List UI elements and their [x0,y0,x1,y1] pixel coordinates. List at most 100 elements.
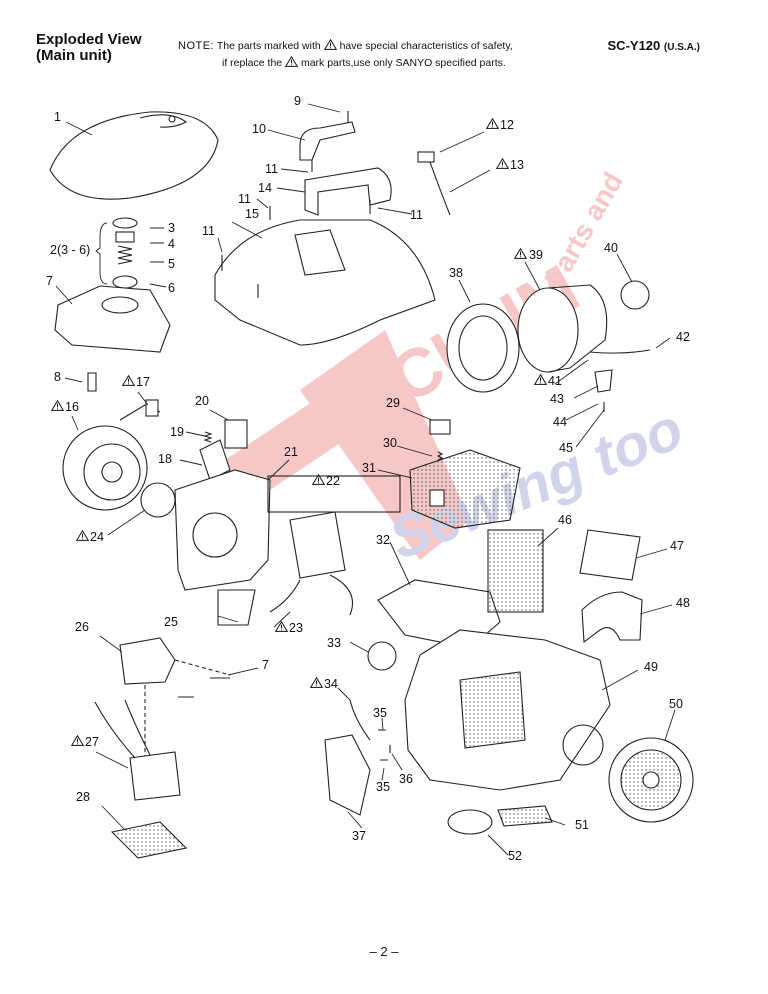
spring-30-shape [436,451,444,461]
upper-body-detail [294,229,346,276]
part-label: 13 [510,158,524,172]
filter-47-shape [579,529,641,581]
board-27-shape [129,751,181,801]
button-base [112,275,138,289]
part-label: 1 [54,110,61,124]
part-label: 48 [676,596,690,610]
handle-shape [299,121,356,161]
part-label: 49 [644,660,658,674]
upper-body-shape [214,219,436,346]
page-title: Exploded View (Main unit) [36,32,142,64]
lever-20-shape [224,419,248,449]
handle-cover-shape [54,285,171,353]
part-label: 33 [327,636,341,650]
spring-19-shape [203,431,213,443]
button-cap [112,217,138,229]
note-text-2a: if replace the [222,57,283,69]
part-label: 19 [170,425,184,439]
wheel-50-hub [642,771,660,789]
part-label: 18 [158,452,172,466]
part-label: 35 [376,780,390,794]
note-text-1a: The parts marked with [216,40,321,52]
brake-24-shape [140,482,176,518]
part-label: 12 [500,118,514,132]
button-stem [115,231,135,243]
motor-39-shape [517,287,579,373]
part-label: 3 [168,221,175,235]
part-label: 17 [136,375,150,389]
clip-43-shape [594,369,613,393]
part-label: 37 [352,829,366,843]
part-label: 38 [449,266,463,280]
board-27-wires [94,699,151,759]
model-number: SC-Y120 (U.S.A.) [608,38,700,53]
warning-triangle-icon [51,400,64,411]
part-label: 34 [324,677,338,691]
caster-52-shape [447,809,493,835]
part-label: 30 [383,436,397,450]
screws-35-36-shape [378,729,391,761]
dashed-guide [174,659,231,676]
part-label: 14 [258,181,272,195]
part-label: 40 [604,241,618,255]
pcb-22-shape [289,511,346,579]
filter-28-shape [110,821,188,859]
warning-triangle-icon [76,530,89,541]
safety-note: NOTE: The parts marked with have special… [178,38,513,72]
model-region: (U.S.A.) [663,42,700,53]
part-label: 24 [90,530,104,544]
part-label: 44 [553,415,567,429]
part-label: 16 [65,400,79,414]
title-line-2: (Main unit) [36,47,112,64]
cord-reel-outer [62,425,148,511]
warning-triangle-icon [285,56,299,67]
pcb-wires [269,574,354,616]
part-label: 7 [46,274,53,288]
part-label: 7 [262,658,269,672]
part-label: 41 [548,374,562,388]
warning-triangle-icon [323,39,337,50]
switch-12-shape [417,151,435,163]
part-label: 11 [410,208,423,222]
warning-triangle-icon [514,248,527,259]
parts-drawing [49,111,694,859]
part-label: 25 [164,615,178,629]
part-label: 22 [326,474,340,488]
part-label: 15 [245,207,259,221]
part-label: 11 [202,224,215,238]
bracket-14-shape [304,167,392,216]
part-label: 11 [265,162,278,176]
capacitor-26-shape [119,637,176,685]
filter-46-shape [487,529,544,613]
part-label: 31 [362,461,376,475]
warning-triangle-icon [496,158,509,169]
warning-triangle-icon [122,375,135,386]
part-label: 35 [373,706,387,720]
plug-17-shape [145,399,159,417]
part-label: 2(3 - 6) [50,243,90,257]
dust-bag-31-mouth [429,489,445,507]
frame-21-shape [174,469,271,591]
part-label: 32 [376,533,390,547]
part-label: 29 [386,396,400,410]
wire-13-shape [429,161,451,216]
note-text-1b: have special characteristics of safety, [339,40,513,52]
top-cover-hole [168,115,176,123]
part-label: 27 [85,735,99,749]
warning-triangle-icon [310,677,323,688]
part-label: 36 [399,772,413,786]
warning-triangle-icon [486,118,499,129]
part-label: 8 [54,370,61,384]
part-label: 5 [168,257,175,271]
part-label: 10 [252,122,266,136]
screws-7-shape [178,677,230,698]
top-cover-shape [49,111,219,200]
part-label: 45 [559,441,573,455]
motor-gasket-38-shape [446,303,520,393]
handle-cover-hole [101,296,139,314]
part-label: 43 [550,392,564,406]
lower-body-49-grille [459,671,526,749]
part-label: 28 [76,790,90,804]
part-label: 20 [195,394,209,408]
